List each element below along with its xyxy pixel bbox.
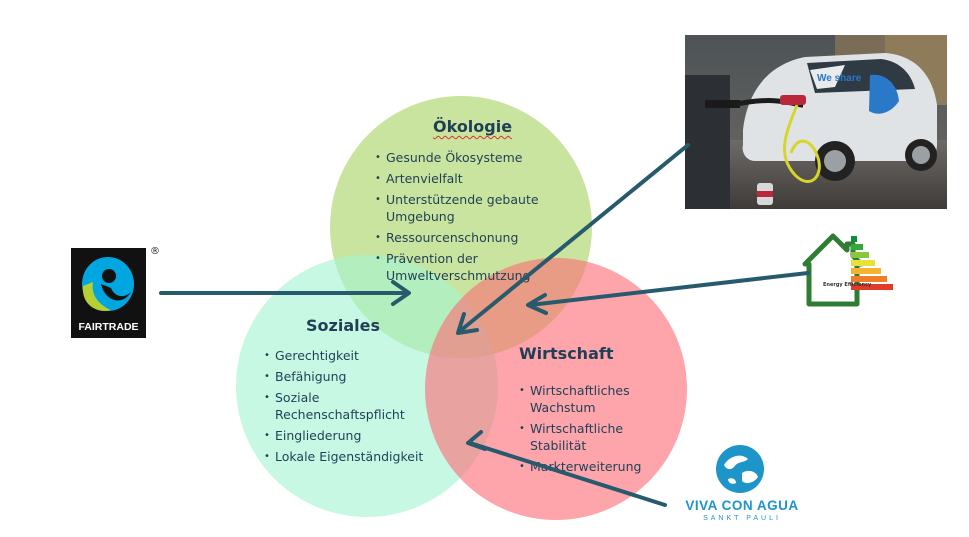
oekologie-title: Ökologie xyxy=(433,117,513,136)
viva-con-agua-subtitle: SANKT PAULI xyxy=(703,515,781,522)
registered-mark: ® xyxy=(150,246,160,257)
viva-con-agua-globe-icon xyxy=(714,443,766,495)
soziales-title: Soziales xyxy=(306,316,380,335)
list-item: Soziale Rechenschaftspflicht xyxy=(264,389,434,423)
wirtschaft-list: Wirtschaftliches Wachstum Wirtschaftlich… xyxy=(519,382,669,479)
list-item: Wirtschaftliche Stabilität xyxy=(519,420,669,454)
fairtrade-mark-icon xyxy=(82,257,134,311)
energy-efficiency-house-icon: Energy Efficiency xyxy=(801,230,901,310)
list-item: Befähigung xyxy=(264,368,434,385)
ev-charging-photo: We share xyxy=(685,35,947,209)
list-item: Gerechtigkeit xyxy=(264,347,434,364)
list-item: Gesunde Ökosysteme xyxy=(375,149,560,166)
list-item: Prävention der Umweltverschmutzung xyxy=(375,250,560,284)
list-item: Wirtschaftliches Wachstum xyxy=(519,382,669,416)
fairtrade-logo: FAIRTRADE xyxy=(71,248,146,338)
car-photo-text: We share xyxy=(817,73,862,84)
energy-label-text: Energy Efficiency xyxy=(823,282,872,288)
list-item: Lokale Eigenständigkeit xyxy=(264,448,434,465)
list-item: Eingliederung xyxy=(264,427,434,444)
list-item: Ressourcenschonung xyxy=(375,229,560,246)
list-item: Artenvielfalt xyxy=(375,170,560,187)
oekologie-list: Gesunde Ökosysteme Artenvielfalt Unterst… xyxy=(375,149,560,288)
wirtschaft-title: Wirtschaft xyxy=(519,344,614,363)
viva-con-agua-name: VIVA CON AGUA xyxy=(685,498,799,513)
list-item: Markterweiterung xyxy=(519,458,669,475)
fairtrade-text: FAIRTRADE xyxy=(78,321,139,333)
soziales-list: Gerechtigkeit Befähigung Soziale Rechens… xyxy=(264,347,434,469)
list-item: Unterstützende gebaute Umgebung xyxy=(375,191,560,225)
